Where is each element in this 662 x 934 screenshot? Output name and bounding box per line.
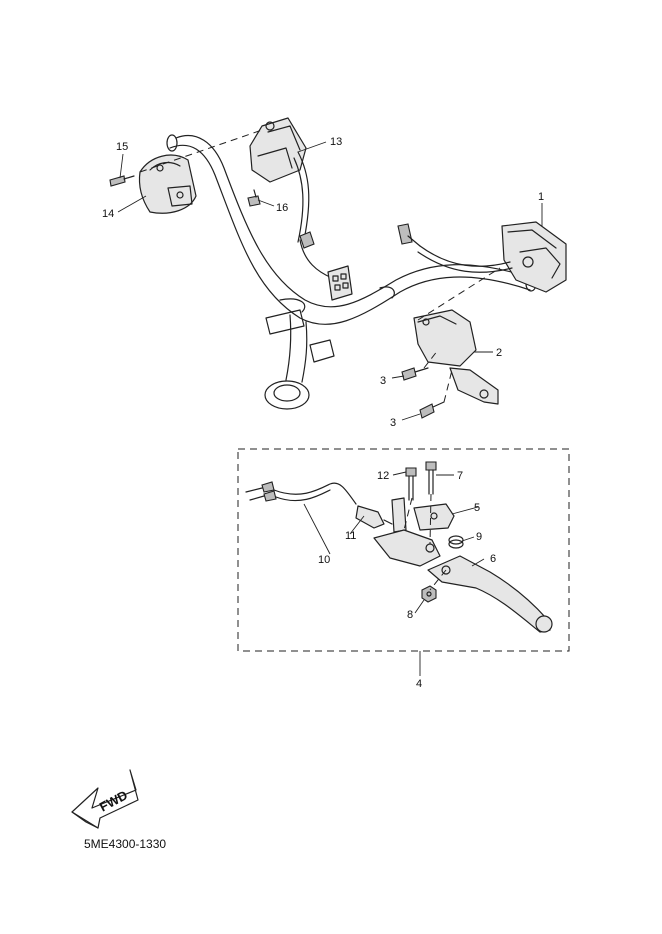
leader-lines — [117, 141, 543, 676]
left-switch-housing — [138, 154, 197, 214]
callout-9: 9 — [476, 531, 482, 543]
nut-8 — [421, 585, 437, 603]
switch-bracket-13 — [249, 117, 333, 279]
bolt-12 — [405, 467, 417, 501]
document-code: 5ME4300-1330 — [84, 837, 167, 851]
callout-10: 10 — [318, 554, 330, 566]
bolt-7 — [425, 461, 437, 495]
callout-15: 15 — [116, 141, 128, 153]
brake-switch-11 — [355, 505, 393, 529]
fwd-label: FWD — [97, 787, 130, 814]
connector-block — [327, 265, 353, 301]
callout-1: 1 — [538, 191, 544, 203]
callout-2: 2 — [496, 347, 502, 359]
screw-3-upper — [401, 367, 429, 381]
callout-8: 8 — [407, 609, 413, 621]
lever-holder-2 — [413, 309, 499, 405]
callout-11: 11 — [345, 530, 356, 542]
screw-3-lower — [419, 401, 445, 419]
callout-3-lower: 3 — [390, 417, 396, 429]
lever-bracket-5 — [373, 497, 455, 567]
callout-4: 4 — [416, 678, 422, 690]
collar-9 — [448, 535, 464, 549]
callout-6: 6 — [490, 553, 496, 565]
screw-16 — [247, 189, 261, 207]
callout-13: 13 — [330, 136, 342, 148]
callout-5: 5 — [474, 502, 480, 514]
callout-3-upper: 3 — [380, 375, 386, 387]
handlebar — [166, 134, 537, 410]
brake-lever-6 — [427, 555, 553, 633]
callout-16: 16 — [276, 202, 288, 214]
callout-7: 7 — [457, 470, 463, 482]
brake-switch-lead — [245, 481, 357, 505]
screw-15 — [109, 175, 135, 187]
lever-kit-box — [237, 448, 570, 652]
right-switch-assembly — [397, 221, 567, 293]
fwd-arrow-icon: FWD — [71, 769, 139, 829]
callout-14: 14 — [102, 208, 114, 220]
callout-12: 12 — [377, 470, 389, 482]
